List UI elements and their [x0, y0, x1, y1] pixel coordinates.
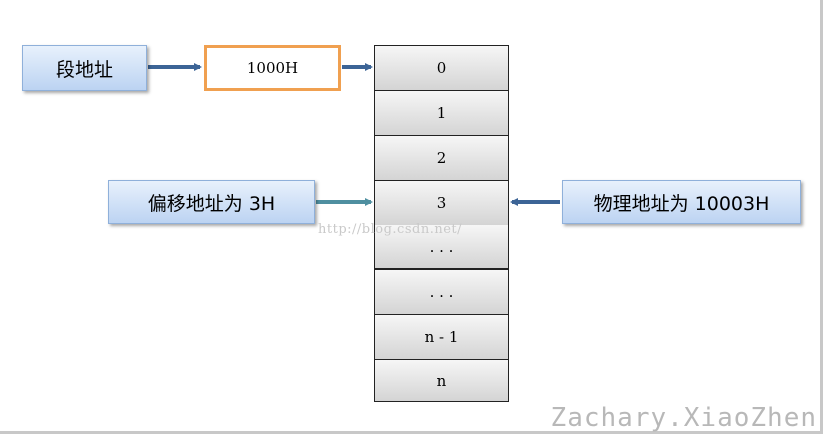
memory-cell-ellipsis-2: . . .: [374, 269, 509, 315]
memory-cell-label: . . .: [429, 283, 454, 301]
memory-cell-ellipsis-1: . . .: [374, 225, 509, 269]
author-signature: Zachary.XiaoZhen: [550, 403, 817, 433]
segment-address-label: 段地址: [55, 58, 113, 81]
memory-cell-label: 1: [436, 104, 447, 122]
segment-address-box: 段地址: [22, 45, 147, 91]
memory-cell-1: 1: [374, 90, 509, 136]
memory-cell-label: 0: [436, 59, 447, 77]
memory-cell-n: n: [374, 359, 509, 402]
segment-value-box: 1000H: [204, 45, 341, 91]
memory-cell-label: 3: [436, 194, 447, 212]
url-watermark: http://blog.csdn.net/: [318, 222, 462, 237]
memory-cell-n-minus-1: n - 1: [374, 314, 509, 360]
memory-cell-label: n - 1: [424, 328, 459, 346]
segment-value-text: 1000H: [246, 59, 299, 77]
memory-cell-label: n: [436, 371, 447, 390]
memory-cell-3: 3: [374, 180, 509, 226]
memory-cell-2: 2: [374, 135, 509, 181]
memory-cell-label: . . .: [429, 237, 454, 256]
offset-address-box: 偏移地址为 3H: [108, 180, 315, 224]
physical-address-label: 物理地址为 10003H: [593, 192, 770, 215]
offset-address-label: 偏移地址为 3H: [147, 192, 276, 215]
memory-cell-0: 0: [374, 45, 509, 91]
memory-cell-label: 2: [436, 149, 447, 167]
physical-address-box: 物理地址为 10003H: [562, 180, 801, 224]
diagram-frame: [0, 0, 823, 434]
